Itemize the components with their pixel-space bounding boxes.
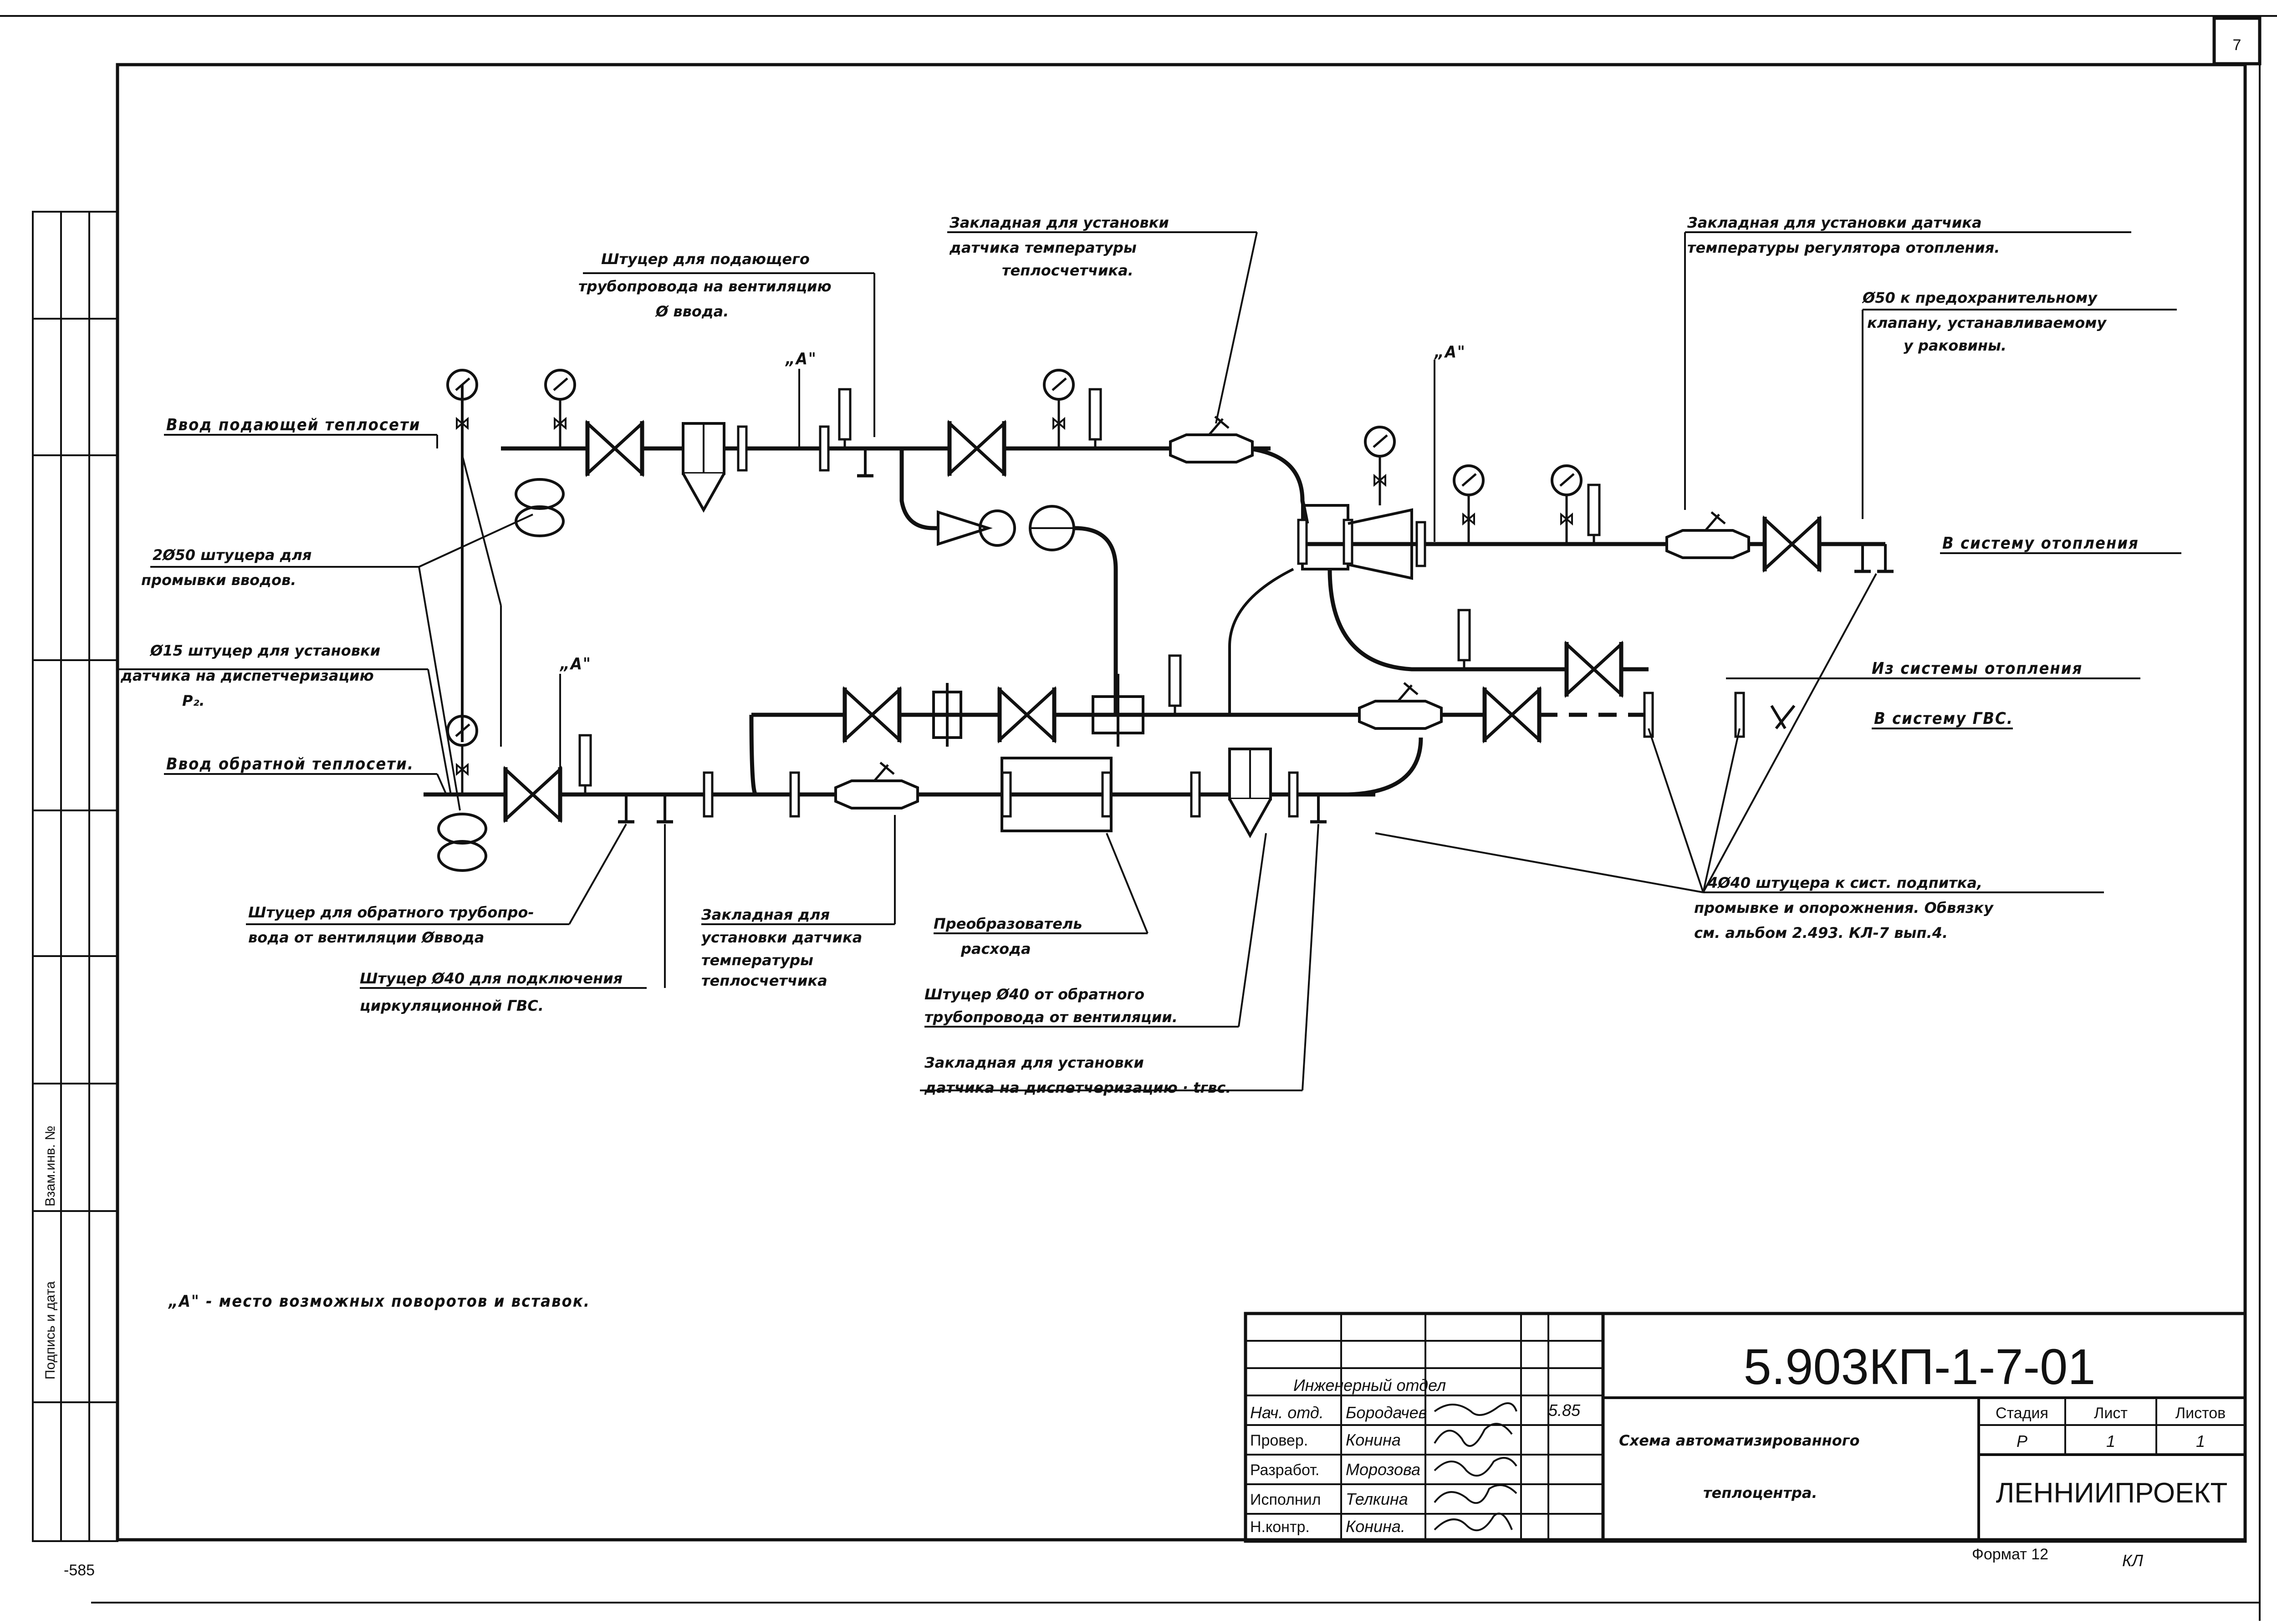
svg-text:Закладная для установки датчик: Закладная для установки датчика bbox=[1687, 214, 1982, 231]
doc-code: 5.903КП-1-7-01 bbox=[1743, 1339, 2095, 1395]
sheets-header: Листов bbox=[2175, 1405, 2226, 1422]
name-5: Конина. bbox=[1346, 1517, 1405, 1536]
svg-text:Штуцер Ø40 для подключения: Штуцер Ø40 для подключения bbox=[360, 970, 623, 987]
return-vent40-note: Штуцер Ø40 от обратного трубопровода от … bbox=[924, 986, 1178, 1026]
svg-text:температуры: температуры bbox=[701, 952, 813, 969]
name-4: Телкина bbox=[1346, 1490, 1408, 1508]
from-heating-label: Из системы отопления bbox=[1872, 659, 2083, 678]
svg-text:Штуцер для обратного трубопро-: Штуцер для обратного трубопро- bbox=[248, 904, 534, 921]
svg-text:Закладная для установки: Закладная для установки bbox=[949, 214, 1169, 231]
return-vent-fitting-note: Штуцер для обратного трубопро- вода от в… bbox=[248, 904, 534, 946]
flush-fittings-note: 2Ø50 штуцера для промывки вводов. bbox=[141, 546, 311, 589]
sheets-value: 1 bbox=[2196, 1432, 2205, 1451]
role-4: Исполнил bbox=[1250, 1491, 1321, 1508]
svg-text:см. альбом 2.493. КЛ-7 вып.4.: см. альбом 2.493. КЛ-7 вып.4. bbox=[1694, 924, 1948, 942]
svg-text:трубопровода на вентиляцию: трубопровода на вентиляцию bbox=[578, 278, 832, 295]
department: Инженерный отдел bbox=[1293, 1376, 1446, 1395]
dispatch-sensor-note: Закладная для установки датчика на диспе… bbox=[924, 1054, 1231, 1096]
flow-converter-note: Преобразователь расхода bbox=[934, 915, 1082, 957]
a-mark-note: „А" - место возможных поворотов и вставо… bbox=[168, 1292, 590, 1311]
svg-text:теплосчетчика.: теплосчетчика. bbox=[1002, 262, 1133, 279]
svg-text:Ø15 штуцер для установки: Ø15 штуцер для установки bbox=[149, 642, 380, 659]
stamp-inv-replace: Взам.инв. № bbox=[43, 1125, 58, 1207]
stage-value: Р bbox=[2017, 1432, 2027, 1451]
pressure-regulators bbox=[437, 385, 565, 872]
format-mark: КЛ bbox=[2122, 1551, 2143, 1570]
return-pipeline bbox=[424, 716, 1423, 835]
name-3: Морозова bbox=[1346, 1460, 1420, 1479]
sheet-value: 1 bbox=[2106, 1432, 2115, 1451]
svg-text:Ø ввода.: Ø ввода. bbox=[655, 303, 729, 320]
heatmeter-temp-note: Закладная для установки датчика температ… bbox=[949, 214, 1169, 279]
pump-bypass bbox=[899, 448, 1118, 715]
title-line-2: теплоцентра. bbox=[1703, 1484, 1818, 1502]
heating-return-pipeline bbox=[1228, 568, 1658, 715]
role-2: Провер. bbox=[1250, 1432, 1308, 1449]
svg-text:установки датчика: установки датчика bbox=[701, 929, 862, 946]
svg-text:трубопровода от вентиляции.: трубопровода от вентиляции. bbox=[924, 1008, 1178, 1026]
svg-text:Закладная для установки: Закладная для установки bbox=[924, 1054, 1144, 1071]
svg-text:датчика на диспетчеризацию: датчика на диспетчеризацию bbox=[120, 667, 374, 684]
stamp-signature-date: Подпись и дата bbox=[43, 1281, 58, 1380]
svg-text:температуры регулятора отоплен: температуры регулятора отопления. bbox=[1687, 239, 2000, 256]
to-heating-label: В систему отопления bbox=[1942, 534, 2139, 553]
sheet-header: Лист bbox=[2094, 1405, 2128, 1422]
left-stamp: Взам.инв. № Подпись и дата bbox=[32, 211, 118, 1542]
return-input-label: Ввод обратной теплосети. bbox=[166, 755, 414, 774]
to-dhw-label: В систему ГВС. bbox=[1874, 709, 2013, 728]
a-mark-2: „А" bbox=[1434, 343, 1466, 361]
organization: ЛЕННИИПРОЕКТ bbox=[1996, 1477, 2228, 1509]
regulator-sensor-note: Закладная для установки датчика температ… bbox=[1687, 214, 2000, 256]
svg-text:промывки вводов.: промывки вводов. bbox=[141, 571, 296, 589]
svg-text:Штуцер для подающего: Штуцер для подающего bbox=[601, 250, 810, 268]
svg-text:датчика на диспетчеризацию · t: датчика на диспетчеризацию · tгвс. bbox=[924, 1079, 1231, 1096]
svg-text:Ø50 к предохранительному: Ø50 к предохранительному bbox=[1862, 289, 2098, 306]
role-3: Разработ. bbox=[1250, 1461, 1319, 1479]
svg-text:2Ø50 штуцера для: 2Ø50 штуцера для bbox=[153, 546, 311, 564]
role-5: Н.контр. bbox=[1250, 1518, 1310, 1536]
title-line-1: Схема автоматизированного bbox=[1619, 1432, 1859, 1449]
name-2: Конина bbox=[1346, 1431, 1401, 1449]
signatures bbox=[1434, 1402, 1517, 1532]
supply-pipeline bbox=[448, 370, 1894, 580]
page-number: 7 bbox=[2233, 36, 2241, 54]
svg-text:4Ø40 штуцера к сист. подпитка,: 4Ø40 штуцера к сист. подпитка, bbox=[1707, 874, 1982, 891]
svg-text:циркуляционной ГВС.: циркуляционной ГВС. bbox=[360, 997, 544, 1014]
doc-date: 5.85 bbox=[1548, 1401, 1581, 1420]
dhw-pipeline bbox=[749, 656, 1796, 797]
return-temp-note: Закладная для установки датчика температ… bbox=[701, 906, 862, 989]
safety-valve-note: Ø50 к предохранительному клапану, устана… bbox=[1862, 289, 2107, 354]
svg-text:P₂.: P₂. bbox=[182, 692, 205, 709]
svg-text:расхода: расхода bbox=[960, 940, 1031, 957]
svg-text:Преобразователь: Преобразователь bbox=[934, 915, 1082, 932]
svg-text:вода от вентиляции Øввода: вода от вентиляции Øввода bbox=[248, 929, 484, 946]
title-block bbox=[1244, 1312, 2247, 1543]
svg-text:у раковины.: у раковины. bbox=[1904, 337, 2006, 354]
drawing-frame bbox=[116, 63, 2247, 1542]
svg-text:теплосчетчика: теплосчетчика bbox=[701, 972, 827, 989]
a-mark-3: „А" bbox=[559, 655, 592, 673]
svg-text:промывке и опорожнения. Обвязк: промывке и опорожнения. Обвязку bbox=[1694, 899, 1994, 916]
svg-text:Штуцер Ø40 от обратного: Штуцер Ø40 от обратного bbox=[924, 986, 1144, 1003]
a-mark-1: „А" bbox=[785, 350, 817, 368]
format-label: Формат 12 bbox=[1972, 1546, 2048, 1563]
supply-input-label: Ввод подающей теплосети bbox=[166, 416, 420, 434]
role-1: Нач. отд. bbox=[1250, 1403, 1324, 1422]
fittings-4x40-note: 4Ø40 штуцера к сист. подпитка, промывке … bbox=[1694, 874, 1994, 942]
bottom-left-number: -585 bbox=[64, 1562, 95, 1579]
stage-header: Стадия bbox=[1996, 1405, 2048, 1422]
roles-table: Нач. отд. Бородачев Провер. Конина Разра… bbox=[1250, 1403, 1427, 1536]
p2-fitting-note: Ø15 штуцер для установки датчика на дисп… bbox=[120, 642, 380, 709]
leader-lines bbox=[118, 231, 2181, 1091]
name-1: Бородачев bbox=[1346, 1403, 1427, 1422]
supply-vent-fitting-note: Штуцер для подающего трубопровода на вен… bbox=[578, 250, 832, 320]
a-marks: „А" „А" „А" bbox=[559, 343, 1466, 792]
svg-text:клапану, устанавливаемому: клапану, устанавливаемому bbox=[1867, 314, 2107, 331]
dhw-circ-fitting-note: Штуцер Ø40 для подключения циркуляционно… bbox=[360, 970, 623, 1014]
svg-text:Закладная для: Закладная для bbox=[701, 906, 830, 923]
svg-text:датчика температуры: датчика температуры bbox=[949, 239, 1137, 256]
